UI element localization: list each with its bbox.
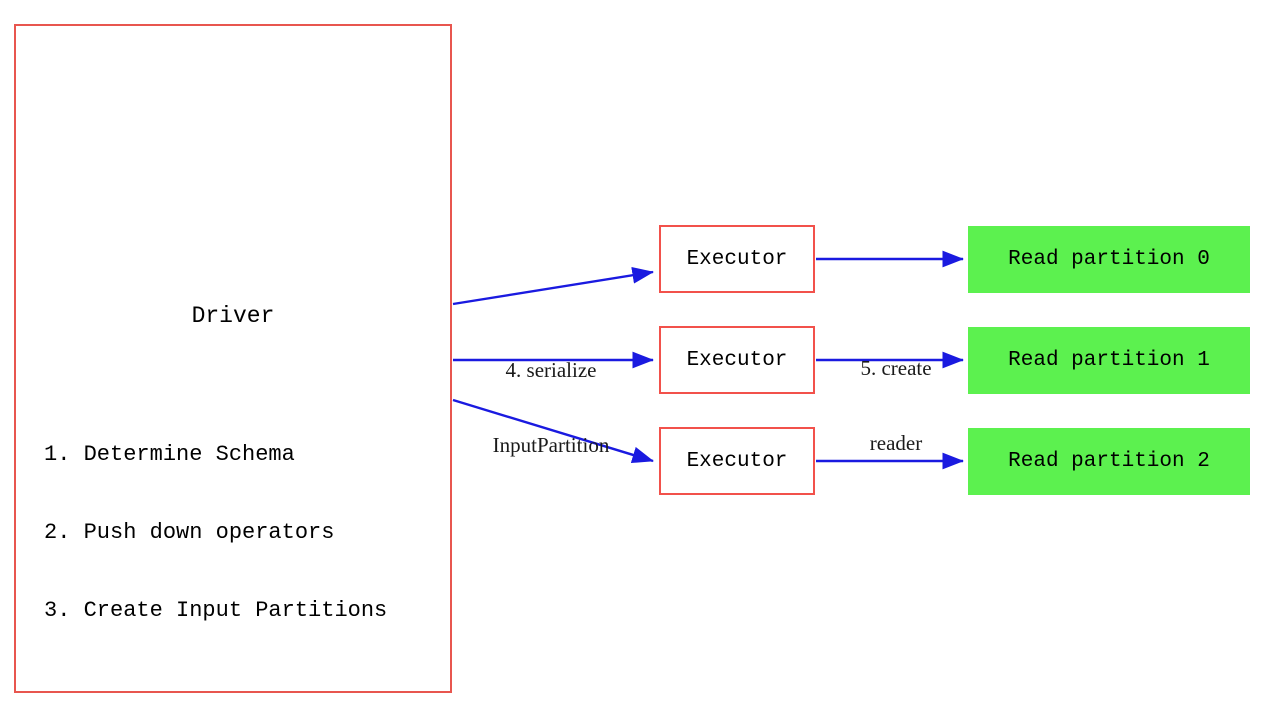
driver-step-3: 3. Create Input Partitions — [44, 598, 388, 623]
executor-box-2: Executor — [659, 427, 815, 495]
driver-steps-list: 1. Determine Schema 2. Push down operato… — [44, 390, 387, 676]
driver-step-1: 1. Determine Schema — [44, 442, 295, 467]
driver-title: Driver — [191, 303, 275, 329]
edge-label-create-reader-line2: reader — [869, 431, 923, 455]
partition-label-2: Read partition 2 — [1008, 450, 1210, 473]
partition-box-2: Read partition 2 — [968, 428, 1250, 495]
executor-box-1: Executor — [659, 326, 815, 394]
executor-label-2: Executor — [686, 449, 788, 473]
edge-label-serialize: 4. serialize InputPartition — [461, 308, 641, 508]
arrow-driver-to-executor-0 — [452, 266, 654, 306]
partition-box-1: Read partition 1 — [968, 327, 1250, 394]
driver-box: Driver 1. Determine Schema 2. Push down … — [14, 24, 452, 693]
partition-label-0: Read partition 0 — [1008, 248, 1210, 271]
partition-box-0: Read partition 0 — [968, 226, 1250, 293]
executor-box-0: Executor — [659, 225, 815, 293]
edge-label-serialize-line1: 4. serialize — [505, 358, 597, 382]
edge-label-serialize-line2: InputPartition — [492, 433, 610, 457]
executor-label-1: Executor — [686, 348, 788, 372]
driver-step-2: 2. Push down operators — [44, 520, 335, 545]
edge-label-create-reader-line1: 5. create — [860, 356, 932, 380]
edge-label-create-reader: 5. create reader — [826, 306, 966, 506]
partition-label-1: Read partition 1 — [1008, 349, 1210, 372]
executor-label-0: Executor — [686, 247, 788, 271]
